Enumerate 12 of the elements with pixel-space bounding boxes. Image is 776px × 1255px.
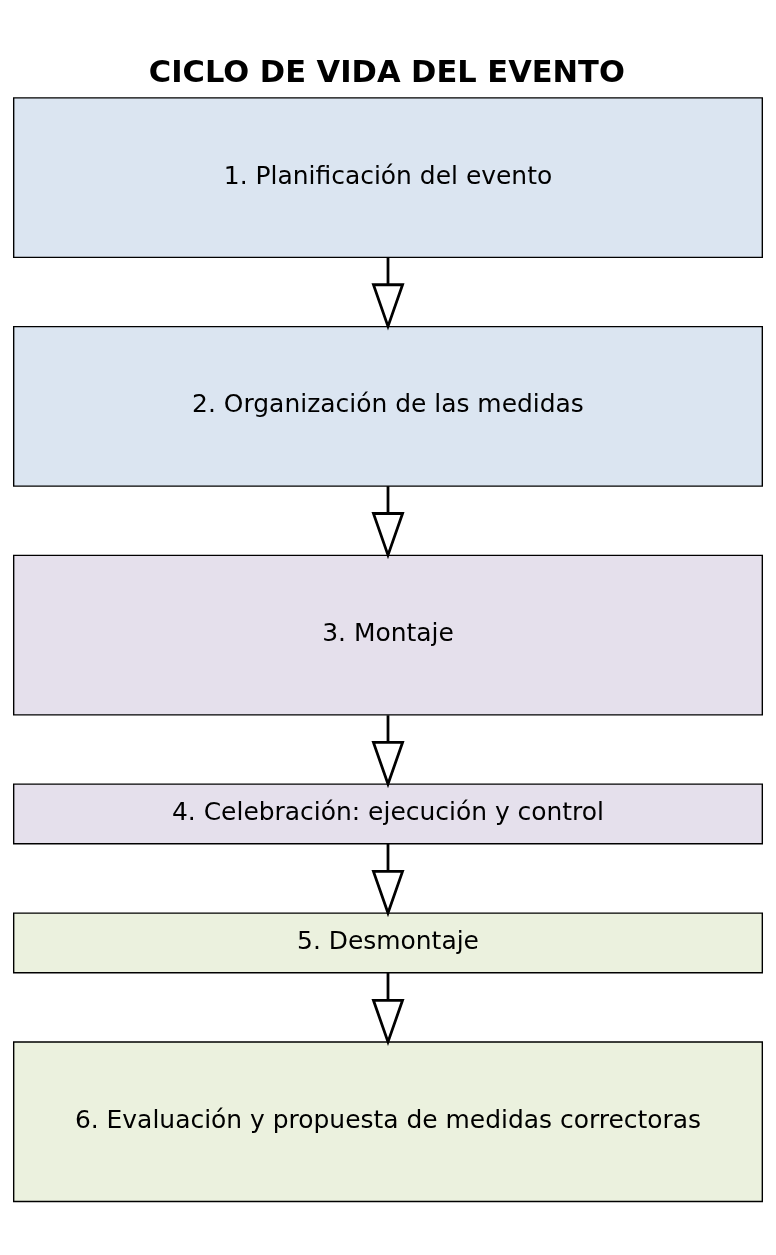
arrow xyxy=(371,972,405,1047)
node-box: 5. Desmontaje xyxy=(13,912,763,974)
node-box: 2. Organización de las medidas xyxy=(13,325,763,487)
node-box: 4. Celebración: ejecución y control xyxy=(13,783,763,845)
arrow xyxy=(371,257,405,331)
node-box: 3. Montaje xyxy=(13,554,763,716)
node-box: 6. Evaluación y propuesta de medidas correctoras xyxy=(13,1041,763,1203)
arrow xyxy=(371,844,405,918)
arrow xyxy=(371,486,405,560)
arrow xyxy=(371,715,405,789)
diagram-title: CICLO DE VIDA DEL EVENTO xyxy=(148,54,625,90)
node-box: 1. Planificación del evento xyxy=(13,97,763,259)
